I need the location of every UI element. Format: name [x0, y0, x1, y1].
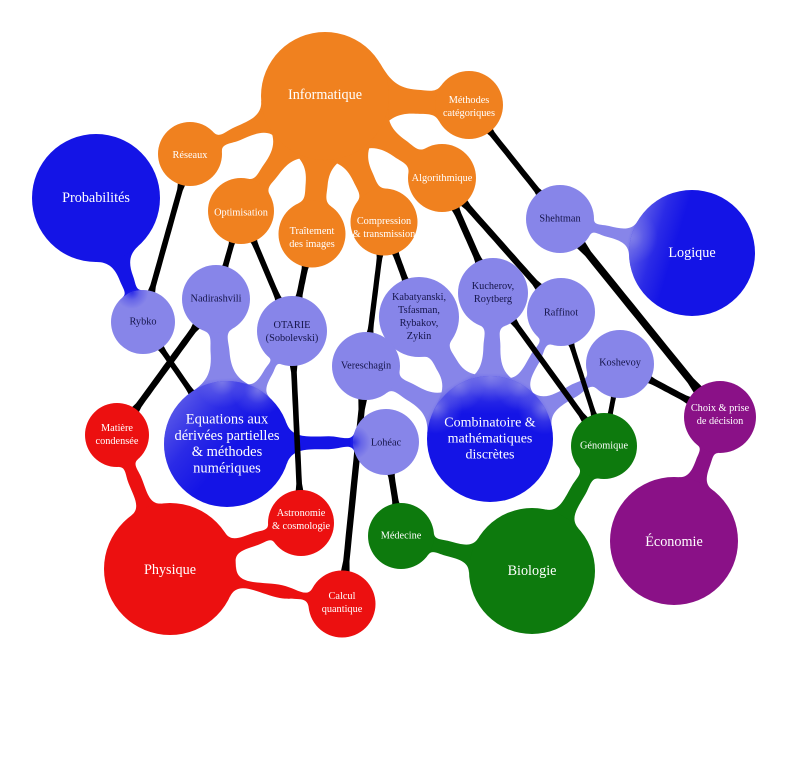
svg-text:Médecine: Médecine — [381, 531, 422, 542]
svg-text:Méthodes: Méthodes — [449, 95, 490, 106]
svg-text:catégoriques: catégoriques — [443, 108, 495, 119]
svg-text:& cosmologie: & cosmologie — [272, 521, 330, 532]
svg-text:Informatique: Informatique — [288, 87, 362, 103]
svg-text:dérivées partielles: dérivées partielles — [174, 428, 279, 444]
svg-text:Choix & prise: Choix & prise — [691, 403, 750, 414]
svg-text:discrètes: discrètes — [466, 447, 515, 462]
svg-text:Zykin: Zykin — [407, 331, 432, 342]
svg-text:Lohéac: Lohéac — [371, 438, 402, 449]
svg-text:& méthodes: & méthodes — [192, 444, 263, 460]
svg-text:Kucherov,: Kucherov, — [472, 281, 515, 292]
svg-text:& transmission: & transmission — [353, 229, 416, 240]
svg-text:Raffinot: Raffinot — [544, 308, 578, 319]
svg-text:Compression: Compression — [357, 216, 411, 227]
svg-text:Physique: Physique — [144, 562, 196, 578]
svg-text:Logique: Logique — [668, 245, 715, 261]
svg-text:Matière: Matière — [101, 423, 133, 434]
svg-text:Astronomie: Astronomie — [277, 508, 326, 519]
svg-text:Calcul: Calcul — [329, 591, 356, 602]
svg-text:quantique: quantique — [322, 604, 363, 615]
svg-text:Algorithmique: Algorithmique — [412, 173, 473, 184]
svg-text:(Sobolevski): (Sobolevski) — [266, 333, 319, 344]
svg-text:des images: des images — [289, 239, 334, 250]
svg-text:Rybakov,: Rybakov, — [400, 318, 439, 329]
svg-text:Nadirashvili: Nadirashvili — [191, 294, 242, 305]
svg-text:Roytberg: Roytberg — [474, 294, 512, 305]
svg-text:OTARIE: OTARIE — [274, 320, 311, 331]
svg-text:Tsfasman,: Tsfasman, — [398, 305, 440, 316]
svg-text:Shehtman: Shehtman — [539, 214, 580, 225]
svg-text:Économie: Économie — [645, 533, 703, 550]
svg-text:Biologie: Biologie — [508, 563, 557, 579]
svg-text:Traîtement: Traîtement — [290, 226, 335, 237]
svg-text:mathématiques: mathématiques — [448, 432, 533, 447]
svg-text:Optimisation: Optimisation — [214, 208, 268, 219]
svg-text:Equations aux: Equations aux — [186, 411, 269, 427]
svg-text:Rybko: Rybko — [129, 317, 156, 328]
svg-text:Kabatyanski,: Kabatyanski, — [392, 292, 446, 303]
svg-text:Koshevoy: Koshevoy — [599, 358, 642, 369]
svg-text:Vereschagin: Vereschagin — [341, 361, 391, 372]
svg-text:condensée: condensée — [96, 436, 139, 447]
svg-text:Réseaux: Réseaux — [173, 150, 209, 161]
svg-text:Génomique: Génomique — [580, 441, 628, 452]
svg-text:Probabilités: Probabilités — [62, 190, 130, 206]
svg-text:numériques: numériques — [193, 461, 261, 477]
svg-text:Combinatoire &: Combinatoire & — [444, 416, 535, 431]
svg-text:de décision: de décision — [697, 416, 744, 427]
